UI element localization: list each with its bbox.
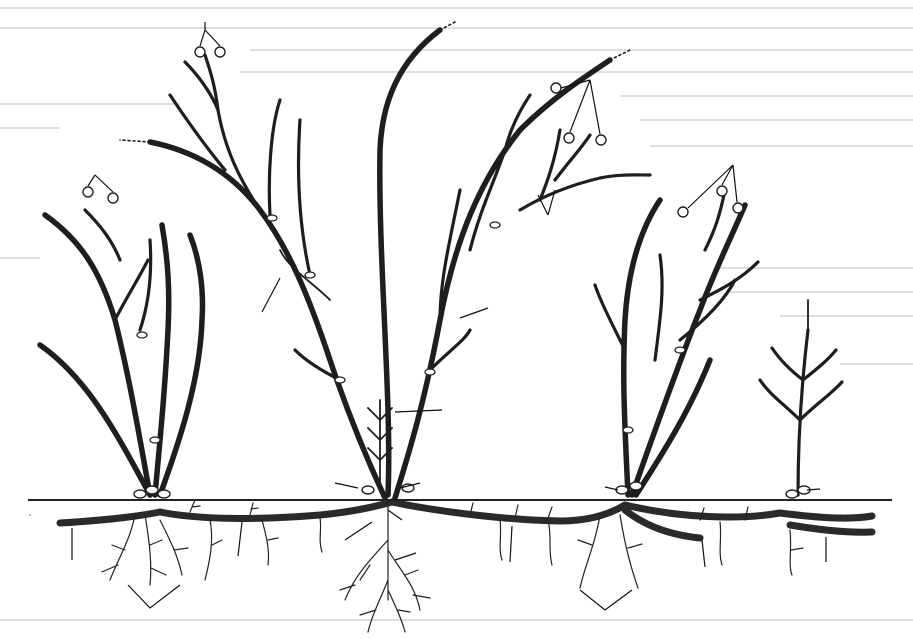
background-text-lines bbox=[0, 8, 913, 620]
left-plant bbox=[40, 210, 203, 495]
nodes bbox=[137, 215, 685, 443]
leader-lines bbox=[72, 22, 826, 610]
right-plant-a bbox=[595, 190, 758, 495]
roots bbox=[30, 502, 803, 632]
basal-buds bbox=[134, 482, 810, 498]
right-plant-b bbox=[760, 300, 842, 495]
rhizomes bbox=[60, 502, 872, 538]
